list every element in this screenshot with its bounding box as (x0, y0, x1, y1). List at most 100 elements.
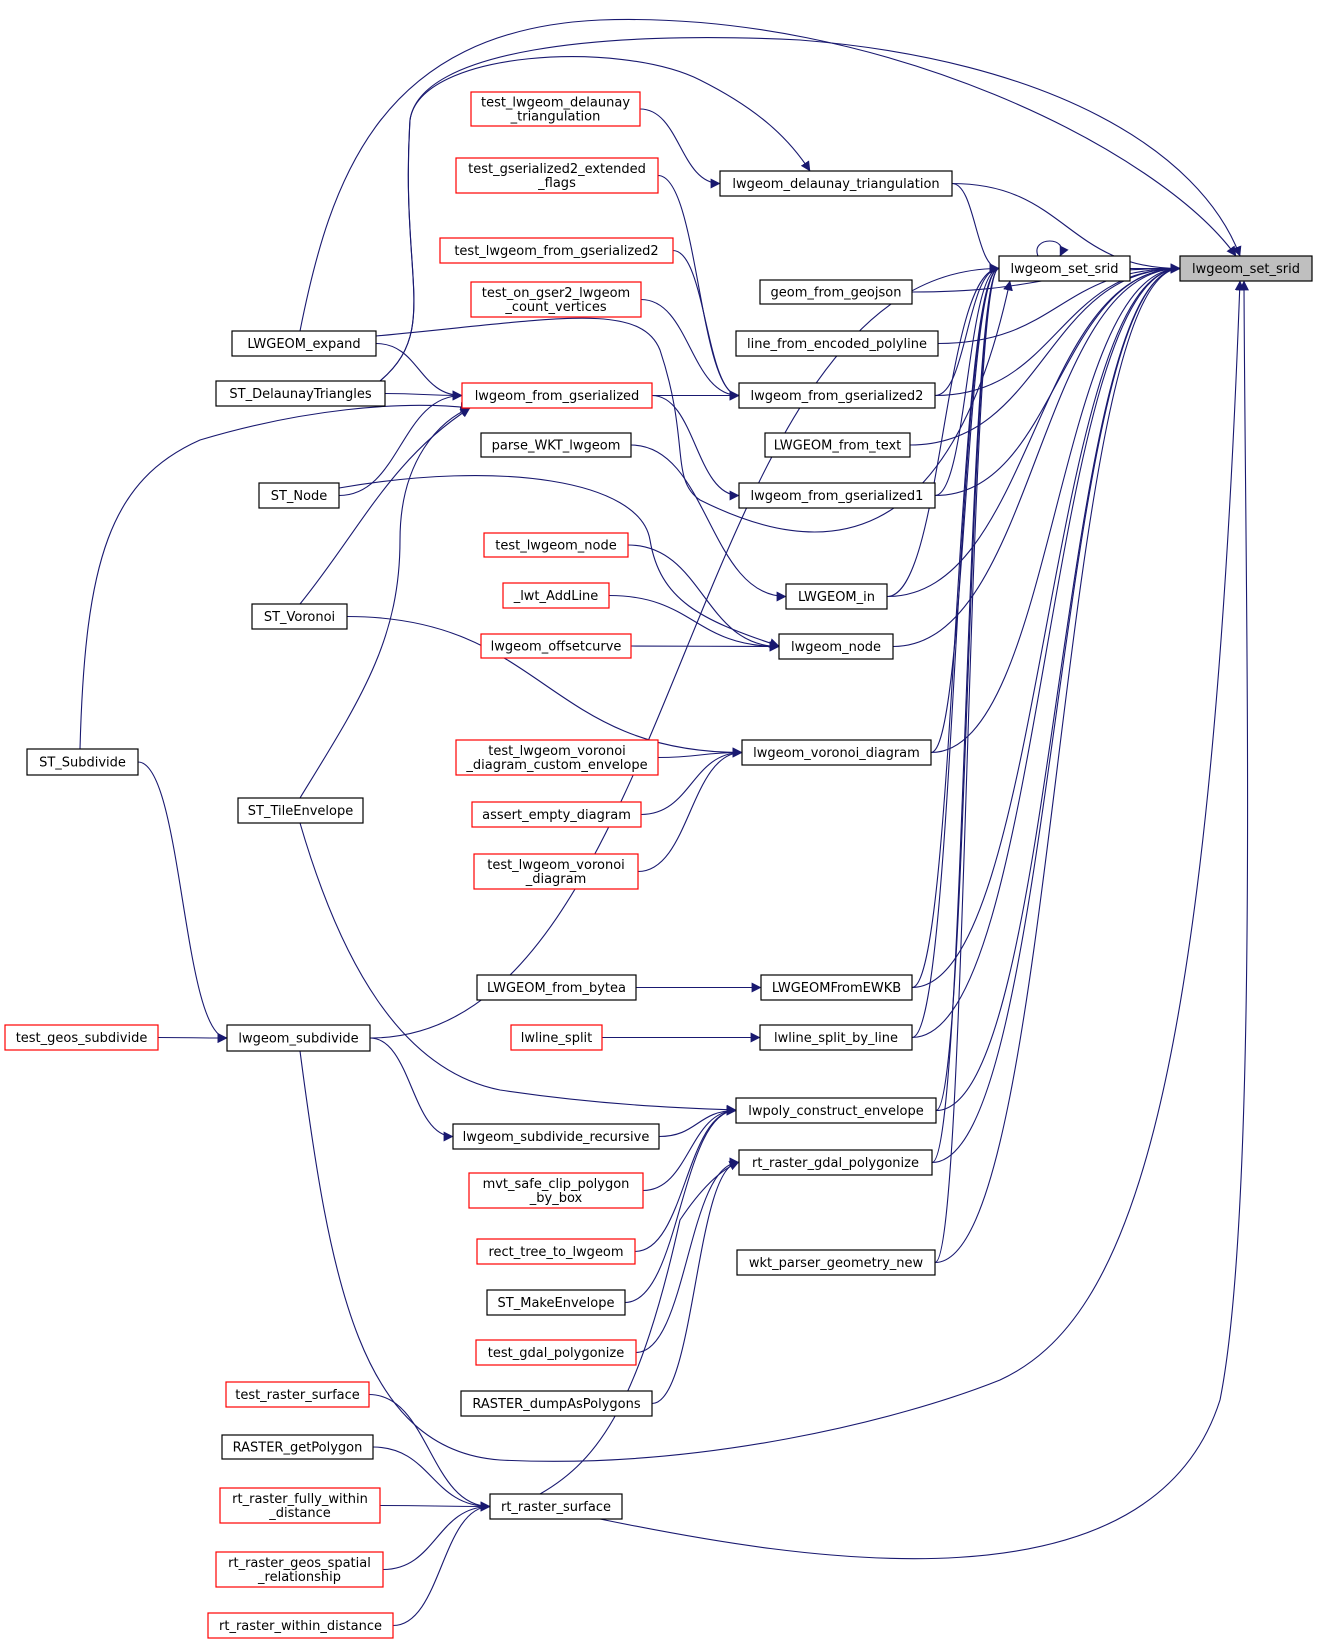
node-box[interactable] (476, 1238, 636, 1265)
node-lwpoly_construct_envelope[interactable]: lwpoly_construct_envelope (735, 1097, 937, 1124)
node-box[interactable] (998, 255, 1131, 282)
node-box[interactable] (251, 603, 348, 630)
node-box[interactable] (439, 237, 674, 264)
node-rt_raster_gdal_polygonize[interactable]: rt_raster_gdal_polygonize (738, 1149, 933, 1176)
node-wkt_parser_geometry_new[interactable]: wkt_parser_geometry_new (736, 1249, 936, 1276)
node-parse_WKT_lwgeom[interactable]: parse_WKT_lwgeom (480, 432, 632, 458)
node-ST_Subdivide[interactable]: ST_Subdivide (26, 748, 139, 776)
node-box[interactable] (1179, 255, 1313, 282)
node-LWGEOM_expand[interactable]: LWGEOM_expand (231, 330, 377, 357)
node-test_lwgeom_delaunay_triangulation[interactable]: test_lwgeom_delaunay_triangulation (470, 91, 641, 127)
node-box[interactable] (741, 739, 932, 766)
node-box[interactable] (486, 1289, 626, 1316)
node-box[interactable] (759, 279, 913, 305)
node-lwgeom_node[interactable]: lwgeom_node (778, 633, 894, 660)
node-box[interactable] (764, 432, 911, 458)
node-box[interactable] (455, 157, 659, 194)
node-box[interactable] (483, 532, 629, 558)
node-box[interactable] (502, 582, 610, 609)
node-box[interactable] (4, 1024, 159, 1051)
node-box[interactable] (736, 1249, 936, 1276)
node-box[interactable] (510, 1024, 603, 1051)
node-RASTER_dumpAsPolygons[interactable]: RASTER_dumpAsPolygons (460, 1390, 653, 1417)
node-box[interactable] (258, 482, 340, 509)
node-test_lwgeom_node[interactable]: test_lwgeom_node (483, 532, 629, 558)
node-lwgeom_subdivide[interactable]: lwgeom_subdivide (226, 1024, 371, 1052)
node-test_gserialized2_extended_flags[interactable]: test_gserialized2_extended_flags (455, 157, 659, 194)
node-box[interactable] (219, 1487, 381, 1524)
node-ST_Voronoi[interactable]: ST_Voronoi (251, 603, 348, 630)
node-LWGEOM_from_text[interactable]: LWGEOM_from_text (764, 432, 911, 458)
node-box[interactable] (237, 797, 364, 824)
node-lwgeom_set_srid_root[interactable]: lwgeom_set_srid (1179, 255, 1313, 282)
node-box[interactable] (215, 1551, 384, 1588)
node-assert_empty_diagram[interactable]: assert_empty_diagram (471, 801, 642, 828)
node-box[interactable] (460, 1390, 653, 1417)
node-mvt_safe_clip_polygon_by_box[interactable]: mvt_safe_clip_polygon_by_box (468, 1172, 644, 1209)
node-box[interactable] (785, 583, 888, 610)
node-lwgeom_offsetcurve[interactable]: lwgeom_offsetcurve (480, 633, 632, 659)
node-line_from_encoded_polyline[interactable]: line_from_encoded_polyline (735, 330, 939, 357)
node-_lwt_AddLine[interactable]: _lwt_AddLine (502, 582, 610, 609)
node-box[interactable] (468, 1172, 644, 1209)
node-ST_Node[interactable]: ST_Node (258, 482, 340, 509)
node-box[interactable] (225, 1381, 370, 1408)
node-box[interactable] (461, 382, 653, 409)
node-box[interactable] (759, 1024, 913, 1051)
node-box[interactable] (476, 974, 637, 1001)
node-box[interactable] (471, 801, 642, 828)
node-rect_tree_to_lwgeom[interactable]: rect_tree_to_lwgeom (476, 1238, 636, 1265)
node-box[interactable] (738, 1149, 933, 1176)
node-RASTER_getPolygon[interactable]: RASTER_getPolygon (221, 1434, 374, 1460)
node-lwgeom_set_srid[interactable]: lwgeom_set_srid (998, 255, 1131, 282)
node-box[interactable] (215, 380, 386, 407)
node-box[interactable] (735, 1097, 937, 1124)
node-box[interactable] (26, 748, 139, 776)
node-rt_raster_geos_spatial_relationship[interactable]: rt_raster_geos_spatial_relationship (215, 1551, 384, 1588)
node-box[interactable] (480, 432, 632, 458)
node-box[interactable] (226, 1024, 371, 1052)
node-ST_DelaunayTriangles[interactable]: ST_DelaunayTriangles (215, 380, 386, 407)
node-LWGEOMFromEWKB[interactable]: LWGEOMFromEWKB (760, 974, 913, 1001)
node-box[interactable] (455, 739, 659, 776)
node-box[interactable] (221, 1434, 374, 1460)
node-lwgeom_from_gserialized1[interactable]: lwgeom_from_gserialized1 (738, 482, 936, 509)
node-test_raster_surface[interactable]: test_raster_surface (225, 1381, 370, 1408)
node-lwgeom_voronoi_diagram[interactable]: lwgeom_voronoi_diagram (741, 739, 932, 766)
node-box[interactable] (760, 974, 913, 1001)
node-rt_raster_fully_within_distance[interactable]: rt_raster_fully_within_distance (219, 1487, 381, 1524)
node-LWGEOM_from_bytea[interactable]: LWGEOM_from_bytea (476, 974, 637, 1001)
node-ST_MakeEnvelope[interactable]: ST_MakeEnvelope (486, 1289, 626, 1316)
node-rt_raster_within_distance[interactable]: rt_raster_within_distance (207, 1612, 394, 1639)
node-rt_raster_surface[interactable]: rt_raster_surface (489, 1493, 623, 1520)
node-test_on_gser2_lwgeom_count_vertices[interactable]: test_on_gser2_lwgeom_count_vertices (470, 281, 642, 318)
node-box[interactable] (489, 1493, 623, 1520)
node-box[interactable] (738, 382, 936, 409)
node-lwline_split[interactable]: lwline_split (510, 1024, 603, 1051)
node-box[interactable] (738, 482, 936, 509)
node-box[interactable] (452, 1123, 660, 1150)
node-lwgeom_subdivide_recursive[interactable]: lwgeom_subdivide_recursive (452, 1123, 660, 1150)
node-ST_TileEnvelope[interactable]: ST_TileEnvelope (237, 797, 364, 824)
node-test_gdal_polygonize[interactable]: test_gdal_polygonize (475, 1339, 637, 1366)
node-box[interactable] (735, 330, 939, 357)
node-box[interactable] (207, 1612, 394, 1639)
node-box[interactable] (470, 91, 641, 127)
node-test_lwgeom_from_gserialized2[interactable]: test_lwgeom_from_gserialized2 (439, 237, 674, 264)
node-box[interactable] (473, 853, 639, 890)
node-box[interactable] (719, 170, 953, 197)
node-lwgeom_delaunay_triangulation[interactable]: lwgeom_delaunay_triangulation (719, 170, 953, 197)
node-test_lwgeom_voronoi_diagram[interactable]: test_lwgeom_voronoi_diagram (473, 853, 639, 890)
node-box[interactable] (231, 330, 377, 357)
node-lwline_split_by_line[interactable]: lwline_split_by_line (759, 1024, 913, 1051)
node-test_geos_subdivide[interactable]: test_geos_subdivide (4, 1024, 159, 1051)
node-test_lwgeom_voronoi_diagram_custom_envelope[interactable]: test_lwgeom_voronoi_diagram_custom_envel… (455, 739, 659, 776)
node-LWGEOM_in[interactable]: LWGEOM_in (785, 583, 888, 610)
node-lwgeom_from_gserialized[interactable]: lwgeom_from_gserialized (461, 382, 653, 409)
node-lwgeom_from_gserialized2[interactable]: lwgeom_from_gserialized2 (738, 382, 936, 409)
node-box[interactable] (778, 633, 894, 660)
node-box[interactable] (480, 633, 632, 659)
node-geom_from_geojson[interactable]: geom_from_geojson (759, 279, 913, 305)
node-box[interactable] (475, 1339, 637, 1366)
node-box[interactable] (470, 281, 642, 318)
